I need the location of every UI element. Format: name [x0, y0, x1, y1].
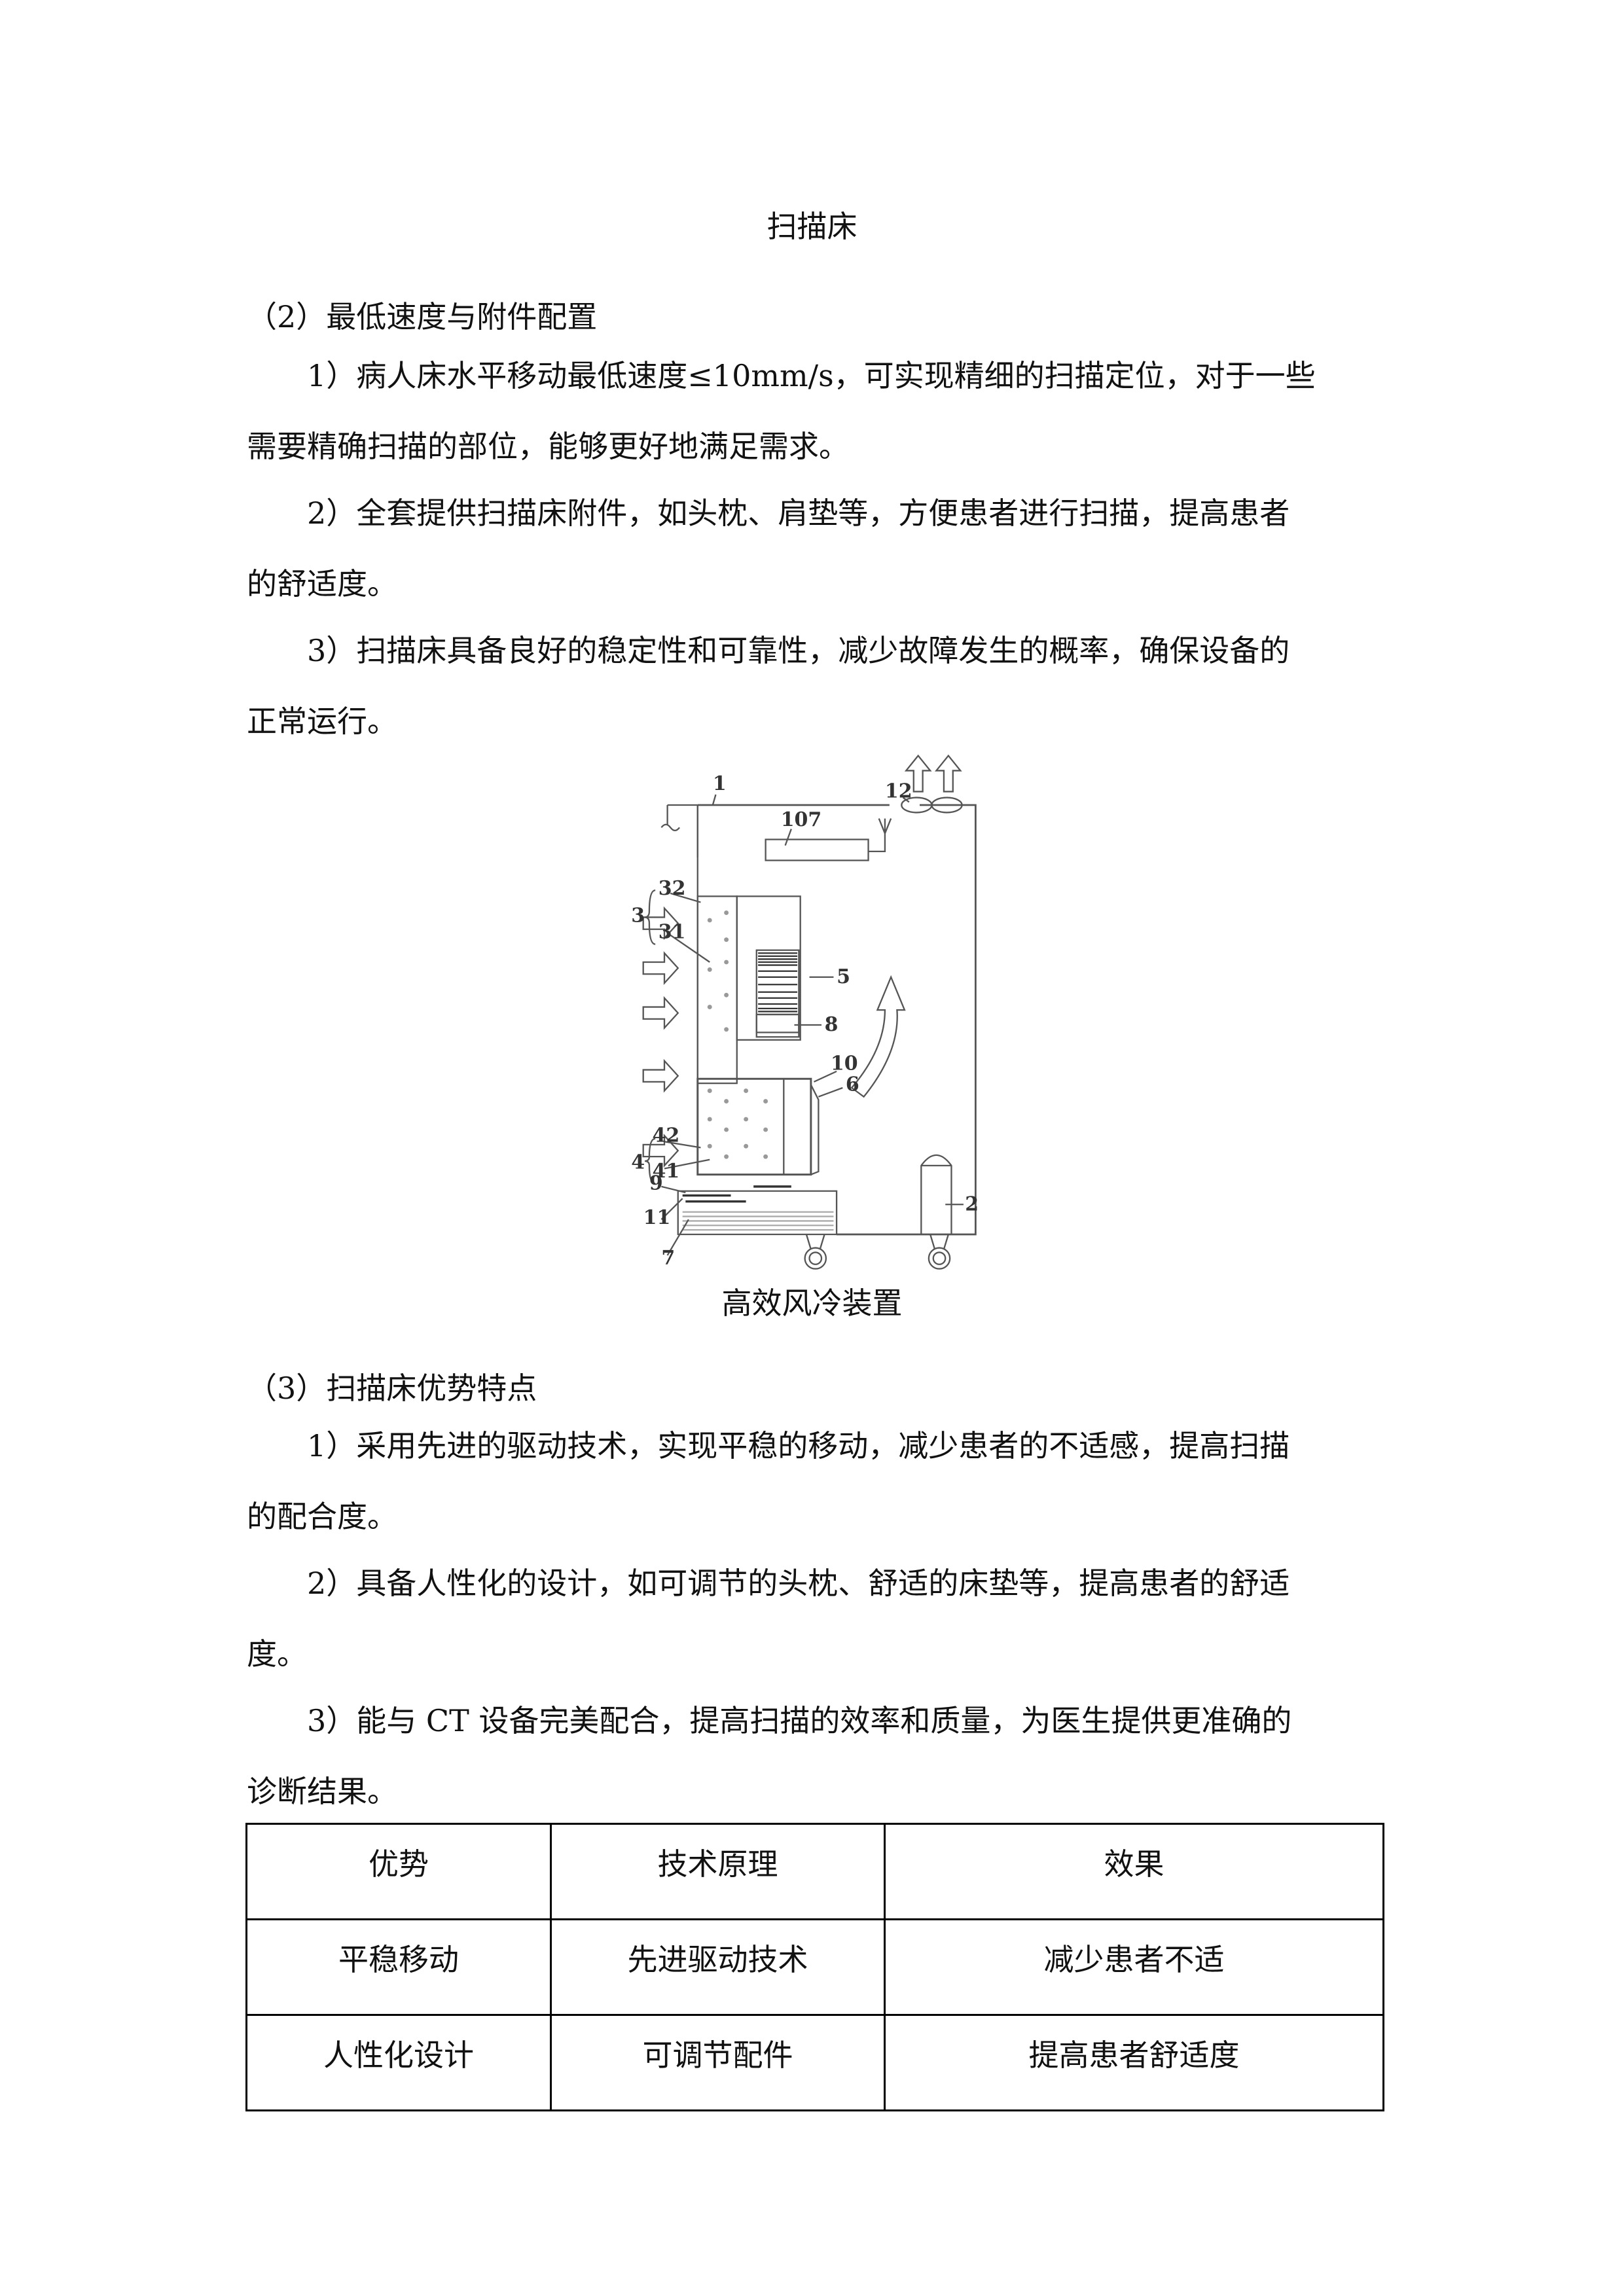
table-header-cell: 优势 — [245, 1823, 552, 1920]
paragraph-line: 3）能与 CT 设备完美配合，提高扫描的效率和质量，为医生提供更准确的 — [307, 1703, 1292, 1738]
label-1: 1 — [713, 772, 727, 795]
section-2-heading: （2）最低速度与附件配置 — [247, 299, 598, 334]
table-cell: 减少患者不适 — [884, 1918, 1384, 2016]
label-2: 2 — [965, 1193, 979, 1216]
figure-caption: 高效风冷装置 — [721, 1285, 903, 1321]
table-header-cell: 效果 — [884, 1823, 1384, 1920]
table-header-row: 优势 技术原理 效果 — [245, 1823, 1384, 1920]
paragraph-line: 1）病人床水平移动最低速度≤10mm/s，可实现精细的扫描定位，对于一些 — [307, 358, 1316, 393]
label-10: 10 — [831, 1052, 858, 1075]
paragraph-line: 2）具备人性化的设计，如可调节的头枕、舒适的床垫等，提高患者的舒适 — [307, 1566, 1290, 1601]
label-7: 7 — [661, 1247, 675, 1270]
table-cell: 提高患者舒适度 — [884, 2014, 1384, 2111]
table-row: 平稳移动 先进驱动技术 减少患者不适 — [245, 1918, 1384, 2016]
section-3-item-2: 2）具备人性化的设计，如可调节的头枕、舒适的床垫等，提高患者的舒适 度。 — [247, 1548, 1386, 1689]
section-2-item-2: 2）全套提供扫描床附件，如头枕、肩垫等，方便患者进行扫描，提高患者 的舒适度。 — [247, 478, 1386, 619]
label-31: 31 — [659, 921, 686, 944]
air-cooling-device-diagram: 1 107 12 32 3 31 5 8 10 6 42 4 41 9 11 7… — [625, 753, 1018, 1276]
section-3-item-1: 1）采用先进的驱动技术，实现平稳的移动，减少患者的不适感，提高扫描 的配合度。 — [247, 1410, 1386, 1552]
label-11: 11 — [643, 1206, 671, 1229]
paragraph-line: 的舒适度。 — [247, 566, 397, 601]
table-cell: 可调节配件 — [550, 2014, 886, 2111]
table-cell: 平稳移动 — [245, 1918, 552, 2016]
label-107: 107 — [781, 808, 822, 831]
label-9: 9 — [649, 1172, 663, 1195]
paragraph-line: 1）采用先进的驱动技术，实现平稳的移动，减少患者的不适感，提高扫描 — [307, 1428, 1290, 1463]
paragraph-line: 的配合度。 — [247, 1499, 397, 1534]
paragraph-line: 正常运行。 — [247, 704, 397, 739]
label-4: 4 — [631, 1151, 645, 1174]
label-12: 12 — [885, 780, 912, 803]
label-8: 8 — [825, 1013, 839, 1036]
label-3: 3 — [631, 904, 645, 927]
label-6: 6 — [846, 1073, 859, 1096]
section-2-item-1: 1）病人床水平移动最低速度≤10mm/s，可实现精细的扫描定位，对于一些 需要精… — [247, 340, 1386, 482]
label-5: 5 — [837, 965, 850, 988]
label-41: 41 — [653, 1160, 680, 1183]
paragraph-line: 度。 — [247, 1636, 307, 1672]
table-cell: 人性化设计 — [245, 2014, 552, 2111]
label-42: 42 — [653, 1124, 680, 1147]
section-2-item-3: 3）扫描床具备良好的稳定性和可靠性，减少故障发生的概率，确保设备的 正常运行。 — [247, 615, 1386, 757]
label-32: 32 — [659, 877, 686, 900]
paragraph-line: 诊断结果。 — [247, 1774, 397, 1809]
paragraph-line: 3）扫描床具备良好的稳定性和可靠性，减少故障发生的概率，确保设备的 — [307, 633, 1290, 668]
table-header-cell: 技术原理 — [550, 1823, 886, 1920]
advantages-table: 优势 技术原理 效果 平稳移动 先进驱动技术 减少患者不适 人性化设计 可调节配… — [245, 1823, 1384, 2111]
paragraph-line: 2）全套提供扫描床附件，如头枕、肩垫等，方便患者进行扫描，提高患者 — [307, 495, 1290, 531]
paragraph-line: 需要精确扫描的部位，能够更好地满足需求。 — [247, 429, 849, 464]
section-3-heading: （3）扫描床优势特点 — [247, 1371, 537, 1406]
page-title: 扫描床 — [767, 209, 857, 244]
section-3-item-3: 3）能与 CT 设备完美配合，提高扫描的效率和质量，为医生提供更准确的 诊断结果… — [247, 1685, 1386, 1827]
table-cell: 先进驱动技术 — [550, 1918, 886, 2016]
table-row: 人性化设计 可调节配件 提高患者舒适度 — [245, 2014, 1384, 2111]
